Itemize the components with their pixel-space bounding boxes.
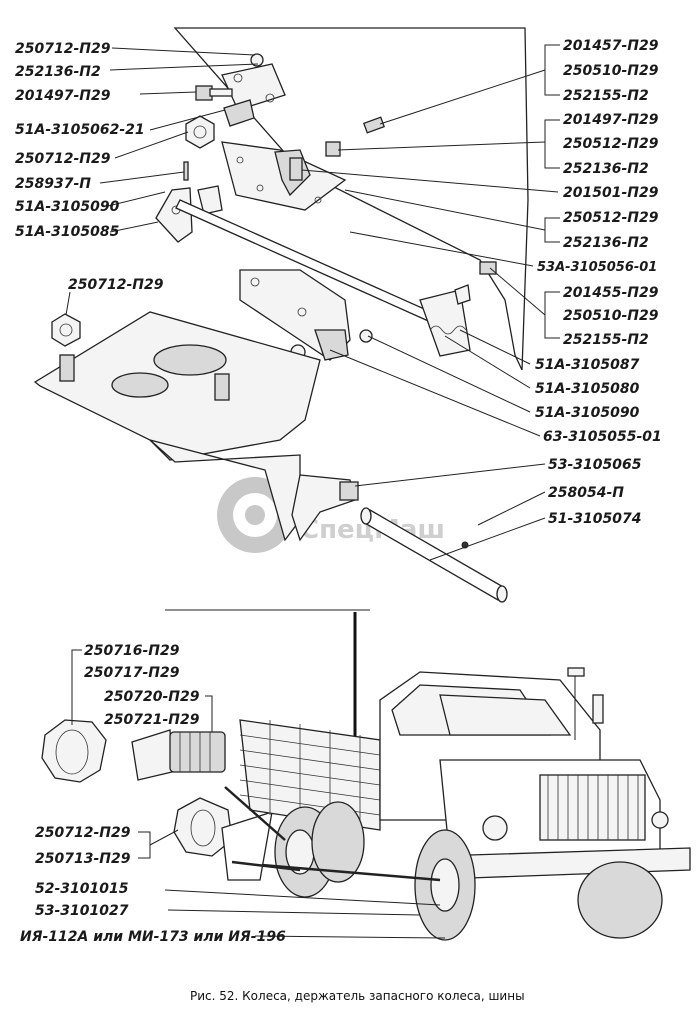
bolt-right-lower <box>479 261 497 275</box>
bolt-bracket <box>289 157 303 181</box>
label-left-8: 51А-3105085 <box>15 224 120 240</box>
label-right-2: 250510-П29 <box>563 63 659 79</box>
label-right-4: 201497-П29 <box>563 112 659 128</box>
label-right-8: 250512-П29 <box>563 210 659 226</box>
clamp-51a-3105085 <box>155 187 193 243</box>
bracket-upper <box>221 63 286 127</box>
label-left-2: 252136-П2 <box>15 64 101 80</box>
figure-caption: Рис. 52. Колеса, держатель запасного кол… <box>190 989 525 1003</box>
shaft-51-3105074 <box>360 507 508 603</box>
nut-250712 <box>250 53 264 67</box>
label-bottom-1: 250716-П29 <box>84 643 180 659</box>
stud-right <box>214 373 230 401</box>
label-bottom-6: 250713-П29 <box>35 851 131 867</box>
truck <box>239 667 691 941</box>
label-right-9: 252136-П2 <box>563 235 649 251</box>
nut-left <box>51 313 81 347</box>
spring-assembly <box>419 284 471 357</box>
stud-left <box>59 354 75 382</box>
label-right-7: 201501-П29 <box>563 185 659 201</box>
label-right-17: 63-3105055-01 <box>543 429 662 445</box>
label-right-3: 252155-П2 <box>563 88 649 104</box>
wheel-stud-sleeve <box>131 729 226 781</box>
label-right-15: 51А-3105080 <box>535 381 640 397</box>
label-bottom-8: 53-3101027 <box>35 903 129 919</box>
label-bottom-3: 250720-П29 <box>104 689 200 705</box>
label-left-1: 250712-П29 <box>15 41 111 57</box>
hook-53-3105065 <box>291 474 359 542</box>
leaders-right-top <box>301 44 560 561</box>
bolt-right-2 <box>325 141 341 157</box>
bolt-top-left <box>195 85 233 101</box>
label-left-4: 51А-3105062-21 <box>15 122 145 138</box>
bolt-right-1 <box>362 116 386 134</box>
lever-small <box>197 185 223 215</box>
label-right-18: 53-3105065 <box>548 457 642 473</box>
frame-panel <box>173 27 529 371</box>
leader-mid-left <box>65 291 71 316</box>
wheel-nut-large <box>41 719 107 783</box>
label-bottom-7: 52-3101015 <box>35 881 129 897</box>
pin-258937 <box>183 161 189 181</box>
label-right-19: 258054-П <box>548 485 624 501</box>
leaders-bottom <box>71 649 446 939</box>
label-left-5: 250712-П29 <box>15 151 111 167</box>
label-right-14: 51А-3105087 <box>535 357 640 373</box>
label-right-12: 250510-П29 <box>563 308 659 324</box>
leaders-left-top <box>99 47 259 233</box>
label-left-7: 51А-3105090 <box>15 199 120 215</box>
label-right-20: 51-3105074 <box>548 511 641 527</box>
wheel-nut-small <box>173 797 233 857</box>
bracket-lower <box>239 269 351 361</box>
label-right-6: 252136-П2 <box>563 161 649 177</box>
label-right-13: 252155-П2 <box>563 332 649 348</box>
label-bottom-9: ИЯ-112А или МИ-173 или ИЯ-196 <box>20 929 286 945</box>
label-right-11: 201455-П29 <box>563 285 659 301</box>
label-left-6: 258937-П <box>15 176 91 192</box>
nut-small-3 <box>359 329 373 343</box>
label-right-1: 201457-П29 <box>563 38 659 54</box>
label-right-16: 51А-3105090 <box>535 405 640 421</box>
label-left-3: 201497-П29 <box>15 88 111 104</box>
label-bottom-4: 250721-П29 <box>104 712 200 728</box>
label-bottom-2: 250717-П29 <box>84 665 180 681</box>
label-mid-left: 250712-П29 <box>68 277 164 293</box>
carrier-plate <box>33 311 321 542</box>
label-right-10: 53А-3105056-01 <box>537 260 657 275</box>
label-bottom-5: 250712-П29 <box>35 825 131 841</box>
label-right-5: 250512-П29 <box>563 136 659 152</box>
nut-top <box>185 115 215 149</box>
